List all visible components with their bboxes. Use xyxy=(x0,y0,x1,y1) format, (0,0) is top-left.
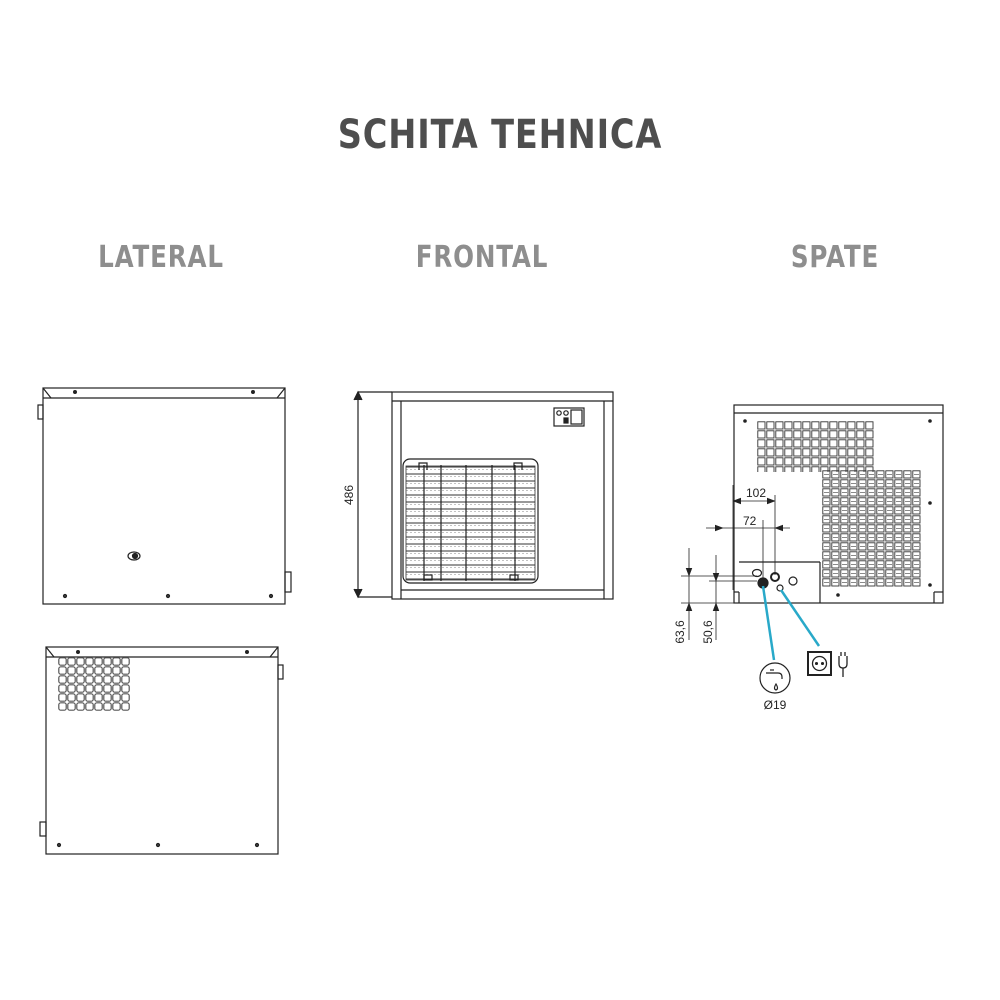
lateral-view-bottom xyxy=(39,646,284,855)
lateral-view-top xyxy=(37,387,292,605)
view-label-frontal: FRONTAL xyxy=(415,240,549,275)
water-inlet-diameter: Ø19 xyxy=(764,698,787,712)
view-label-lateral: LATERAL xyxy=(98,240,224,275)
dimension-50-6: 50,6 xyxy=(701,620,715,644)
control-panel-icon xyxy=(553,407,585,427)
dimension-height: 486 xyxy=(342,485,356,505)
callout-lines xyxy=(761,585,821,661)
view-label-spate: SPATE xyxy=(790,240,880,275)
dimension-102: 102 xyxy=(746,486,766,500)
water-tap-icon xyxy=(759,662,791,694)
rear-view xyxy=(681,404,944,640)
dimension-72: 72 xyxy=(743,514,757,528)
power-socket-plug-icon xyxy=(807,651,848,677)
page-title: SCHITA TEHNICA xyxy=(337,112,663,158)
dimension-63-6: 63,6 xyxy=(673,620,687,644)
vent-grid xyxy=(58,657,130,711)
drain-plug-icon xyxy=(127,551,141,561)
frontal-view xyxy=(353,390,614,600)
air-filter-grille xyxy=(402,458,539,584)
